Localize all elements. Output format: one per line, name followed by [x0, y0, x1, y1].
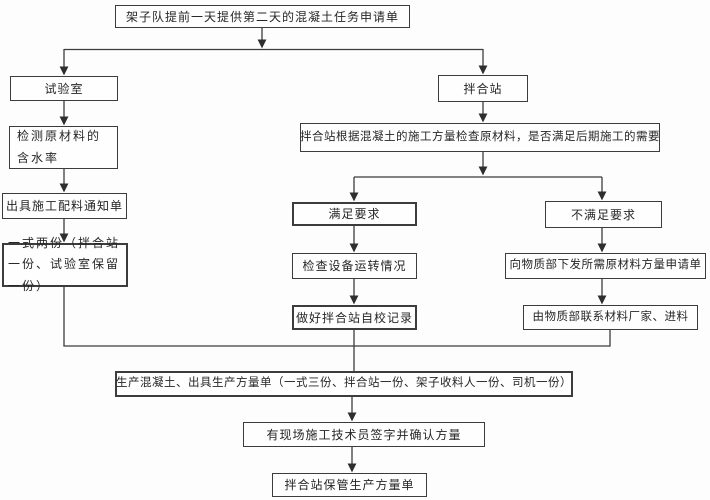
node-two-copies: 一式两份（拌合站一份、试验室保留一份） — [2, 236, 128, 293]
node-sign-confirm: 有现场施工技术员签字并确认方量 — [243, 422, 485, 447]
node-produce-concrete: 生产混凝土、出具生产方量单（一式三份、拌合站一份、架子收料人一份、司机一份） — [115, 371, 573, 397]
node-keep-record: 拌合站保管生产方量单 — [272, 473, 427, 497]
node-lab: 试验室 — [10, 76, 118, 101]
node-equipment-check: 检查设备运转情况 — [292, 253, 417, 279]
node-material-check: 拌合站根据混凝土的施工方量检查原材料，是否满足后期施工的需要 — [300, 123, 660, 152]
node-moisture-test: 检测原材料的含水率 — [9, 126, 118, 169]
node-contact-supplier: 由物质部联系材料厂家、进料 — [523, 305, 698, 330]
node-self-check-record: 做好拌合站自校记录 — [292, 305, 417, 330]
node-unsatisfied: 不满足要求 — [545, 201, 662, 228]
node-task-request: 架子队提前一天提供第二天的混凝土任务申请单 — [115, 5, 410, 28]
node-mix-notice: 出具施工配料通知单 — [2, 193, 127, 219]
node-mixing-station: 拌合站 — [438, 75, 528, 102]
node-material-request: 向物质部下发所需原材料方量申请单 — [505, 253, 706, 279]
node-satisfied: 满足要求 — [292, 202, 417, 226]
